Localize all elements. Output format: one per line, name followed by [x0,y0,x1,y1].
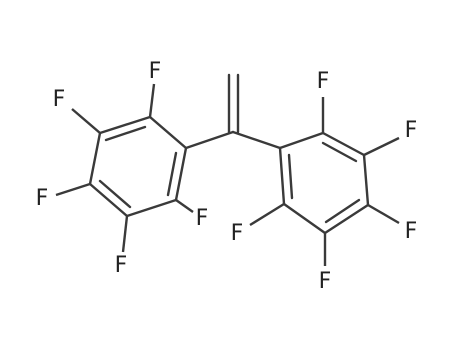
left-ring-cf-bonds [55,83,194,253]
fluorine-label: F [317,69,330,94]
atom-labels: F F F F F F F F F F [36,59,418,294]
fluorine-label: F [53,87,66,112]
right-ring-cf-bonds [249,97,400,266]
right-ring-bond-5 [282,202,327,235]
left-cf-bond-lower-left [55,182,91,197]
left-cf-bond-upper-left [71,108,101,134]
left-ring-bond-4 [88,182,129,218]
left-pentafluorophenyl-ring [88,115,188,218]
right-ring-bond-3 [362,153,370,207]
right-ring-bond-4-inner [324,198,361,224]
fluorine-label: F [196,206,209,231]
right-cf-bond-upper-right [363,136,400,157]
right-ring-bond-2-inner [321,141,358,163]
right-ring-bond-1 [278,131,325,150]
fluorine-label: F [115,253,128,278]
left-ring-bond-5 [125,198,178,218]
left-ring-bond-1 [148,115,188,150]
left-ring-bond-6 [174,146,188,202]
left-cf-bond-top [148,83,156,118]
left-cf-bond-right [175,199,194,213]
fluorine-label: F [36,186,49,211]
left-ring-bond-3 [88,131,102,186]
right-ring-bond-6-inner [287,153,294,200]
left-ring-bond-4-inner [98,179,132,209]
right-ring-bond-6 [278,146,286,206]
vinylidene-group [184,73,282,150]
right-cf-bond-left [249,202,285,227]
fluorine-label: F [405,118,418,143]
right-pentafluorophenyl-ring [278,131,370,235]
left-ring-bond-2 [98,115,152,135]
left-cf-bond-bottom [121,215,129,253]
bond-vinyl-right-ring [231,130,282,150]
fluorine-label: F [405,219,418,244]
left-ring-bond-2-inner [104,125,147,142]
fluorine-label: F [319,269,332,294]
right-ring-bond-4 [323,203,370,235]
right-ring-bond-2 [321,131,366,157]
fluorine-label: F [149,59,162,84]
fluorine-label: F [231,221,244,246]
bond-vinyl-left-ring [184,130,235,150]
right-cf-bond-lower-right [367,203,400,225]
left-ring-bond-6-inner [166,151,178,197]
